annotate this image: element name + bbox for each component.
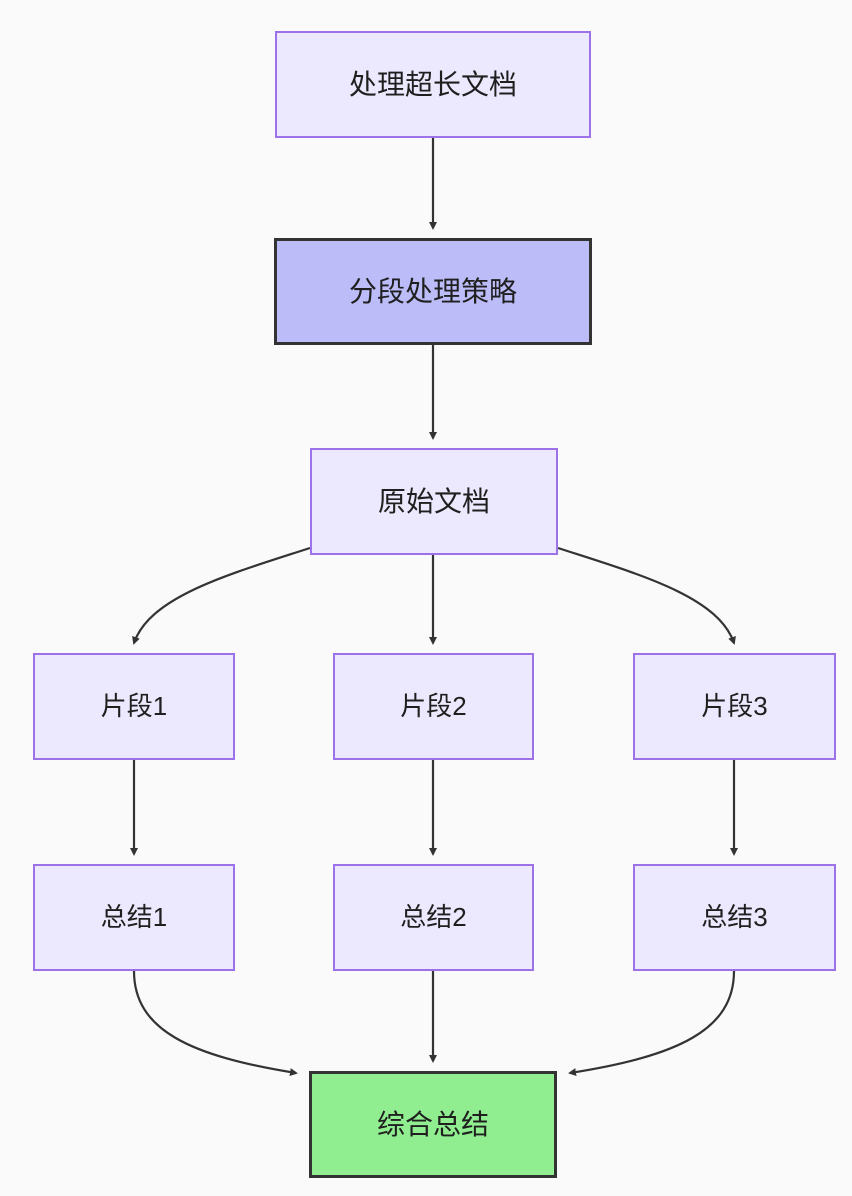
node-final[interactable]: 综合总结	[309, 1071, 557, 1178]
node-doc-label: 处理超长文档	[348, 68, 517, 100]
edge-sum1-to-final	[132, 970, 298, 1076]
node-chunk2[interactable]: 片段2	[333, 653, 534, 760]
node-final-label: 综合总结	[376, 1108, 489, 1140]
node-strategy[interactable]: 分段处理策略	[274, 238, 592, 345]
node-chunk3[interactable]: 片段3	[633, 653, 836, 760]
node-chunk2-label: 片段2	[400, 690, 467, 721]
node-sum2[interactable]: 总结2	[333, 864, 534, 971]
edge-sum3-to-final	[568, 970, 736, 1077]
edge-source-to-chunk3	[557, 546, 736, 645]
node-source[interactable]: 原始文档	[310, 448, 558, 555]
node-sum1-label: 总结1	[100, 901, 168, 932]
node-chunk1-label: 片段1	[100, 690, 168, 721]
node-doc[interactable]: 处理超长文档	[275, 31, 591, 138]
edge-source-to-chunk1	[132, 546, 311, 645]
node-sum3-label: 总结3	[701, 901, 768, 932]
node-sum2-label: 总结2	[400, 901, 467, 932]
node-sum1[interactable]: 总结1	[33, 864, 235, 971]
node-source-label: 原始文档	[377, 485, 490, 517]
node-sum3[interactable]: 总结3	[633, 864, 836, 971]
node-chunk1[interactable]: 片段1	[33, 653, 235, 760]
node-chunk3-label: 片段3	[701, 690, 768, 721]
node-strategy-label: 分段处理策略	[348, 275, 517, 307]
